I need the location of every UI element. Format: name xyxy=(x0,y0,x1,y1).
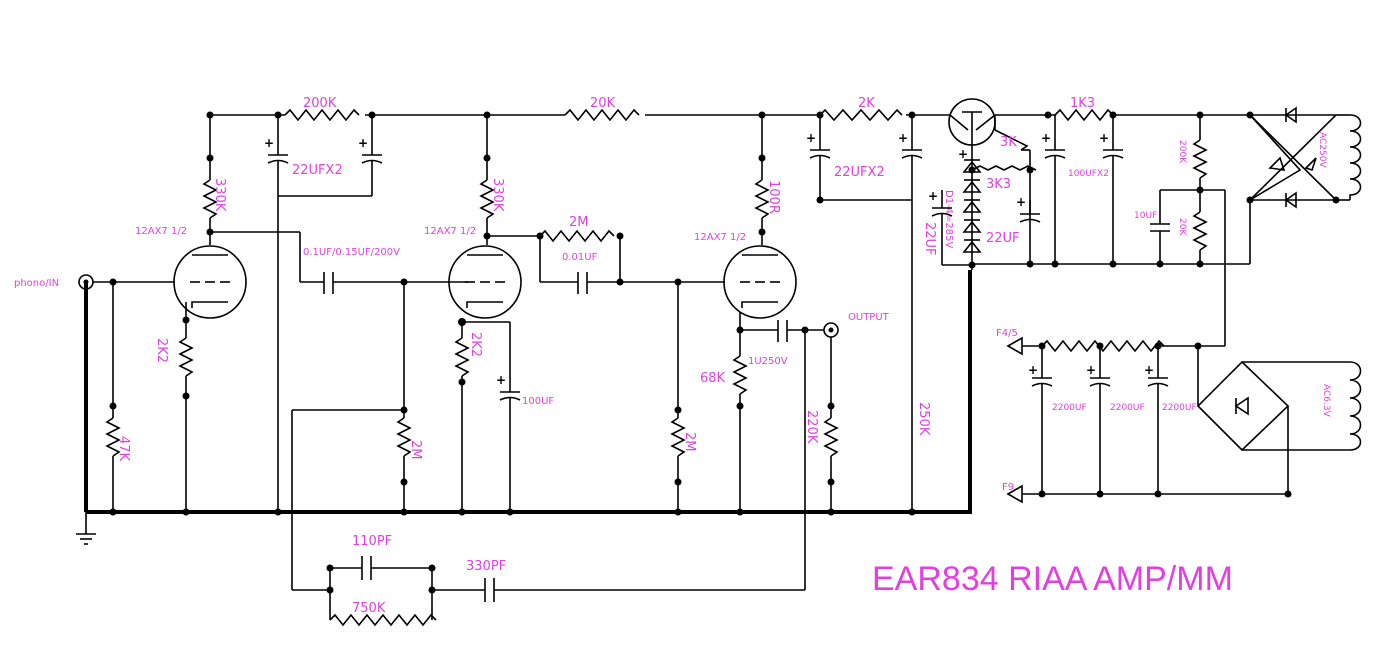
label-f9: F9 xyxy=(1002,482,1014,493)
stage1-22uf-caps: + + xyxy=(264,115,383,512)
input-label: phono/IN xyxy=(14,278,59,289)
zener-string xyxy=(962,145,982,270)
label-750k: 750K xyxy=(352,601,386,616)
label-f45: F4/5 xyxy=(996,328,1018,339)
svg-text:+: + xyxy=(1041,131,1051,145)
ground-bus xyxy=(76,270,972,545)
svg-text:+: + xyxy=(1086,363,1096,377)
stage2-plate-resistor xyxy=(479,115,495,245)
label-330pf: 330PF xyxy=(466,559,506,574)
label-001uf: 0.01UF xyxy=(562,252,598,263)
label-250k: 250K xyxy=(916,402,931,436)
label-20k: 20K xyxy=(590,96,616,111)
stage3-22uf-caps: + + xyxy=(806,115,923,512)
label-2200uf-2: 2200UF xyxy=(1110,403,1145,413)
label-100ufx2: 100UFX2 xyxy=(1068,169,1109,179)
b-plus-rail xyxy=(210,108,1250,122)
label-2k: 2K xyxy=(858,96,875,111)
label-12ax7-1: 12AX7 1/2 xyxy=(135,226,187,237)
stage1-cathode-resistor xyxy=(178,302,194,512)
svg-text:+: + xyxy=(958,147,968,161)
svg-text:+: + xyxy=(1016,195,1026,209)
svg-text:+: + xyxy=(806,131,816,145)
feedback-network xyxy=(291,330,806,627)
label-zener: D1-4=285V xyxy=(943,190,954,248)
svg-text:+: + xyxy=(496,373,506,387)
label-2m-riaa: 2M xyxy=(569,215,589,230)
label-ac250v: AC250V xyxy=(1317,132,1327,168)
stage2-tube xyxy=(448,245,522,319)
hv-bridge xyxy=(1249,106,1362,264)
output-label: OUTPUT xyxy=(848,312,890,323)
label-2m-grid: 2M xyxy=(408,440,423,460)
label-12ax7-2: 12AX7 1/2 xyxy=(424,226,476,237)
stage1-grid-resistor xyxy=(105,282,121,512)
svg-text:+: + xyxy=(264,136,274,150)
stage2-riaa-network xyxy=(487,229,725,294)
label-2200uf-3: 2200UF xyxy=(1162,403,1197,413)
label-10uf: 10UF xyxy=(1134,211,1157,221)
label-200k: 200K xyxy=(303,96,337,111)
stage3-grid-resistor xyxy=(670,282,686,512)
label-200k-div: 200K xyxy=(1177,140,1187,164)
label-3k: 3K xyxy=(1000,135,1017,150)
stage2-grid-resistor xyxy=(396,282,412,512)
stage1-input xyxy=(78,274,175,290)
cap-22uf-a: + xyxy=(928,189,972,266)
label-coupling-cap: 0.1UF/0.15UF/200V xyxy=(303,247,400,258)
heater-supply: + + + xyxy=(1006,336,1362,504)
cap-100ufx2: + + xyxy=(1041,115,1124,264)
svg-text:+: + xyxy=(1028,363,1038,377)
label-100uf: 100UF xyxy=(522,396,554,407)
label-3k3: 3K3 xyxy=(986,177,1011,192)
svg-text:+: + xyxy=(1099,131,1109,145)
label-110pf: 110PF xyxy=(352,534,392,549)
stage2-cathode-network: + xyxy=(454,321,521,512)
label-12ax7-3: 12AX7 1/2 xyxy=(694,232,746,243)
label-22ufx2-2: 22UFX2 xyxy=(834,165,885,180)
diagram-title: EAR834 RIAA AMP/MM xyxy=(872,560,1233,598)
label-100r: 100R xyxy=(766,180,781,214)
label-22ufx2-1: 22UFX2 xyxy=(292,163,343,178)
label-20k-div: 20K xyxy=(1177,218,1187,236)
label-47k: 47K xyxy=(116,436,131,462)
label-330k-1: 330K xyxy=(212,178,227,212)
stage3-cathode-output xyxy=(732,312,839,512)
label-22uf-b: 22UF xyxy=(986,231,1020,246)
svg-text:+: + xyxy=(928,189,938,203)
svg-text:+: + xyxy=(898,131,908,145)
svg-text:+: + xyxy=(1144,363,1154,377)
svg-text:+: + xyxy=(358,136,368,150)
label-1u250v: 1U250V xyxy=(748,356,788,367)
label-1k3: 1K3 xyxy=(1070,96,1095,111)
label-2200uf-1: 2200UF xyxy=(1052,403,1087,413)
voltage-divider xyxy=(1150,115,1226,340)
label-ac63v: AC6.3V xyxy=(1321,384,1331,418)
label-3m3: 2M xyxy=(682,432,697,452)
label-68k: 68K xyxy=(700,371,726,386)
stage1-tube xyxy=(173,245,247,319)
label-2k2-1: 2K2 xyxy=(154,338,169,363)
label-22uf-a: 22UF xyxy=(922,222,937,256)
label-2k2-2: 2K2 xyxy=(468,332,483,357)
label-330k-2: 330K xyxy=(490,178,505,212)
label-220k: 220K xyxy=(804,410,819,444)
stage3-tube xyxy=(723,245,797,319)
